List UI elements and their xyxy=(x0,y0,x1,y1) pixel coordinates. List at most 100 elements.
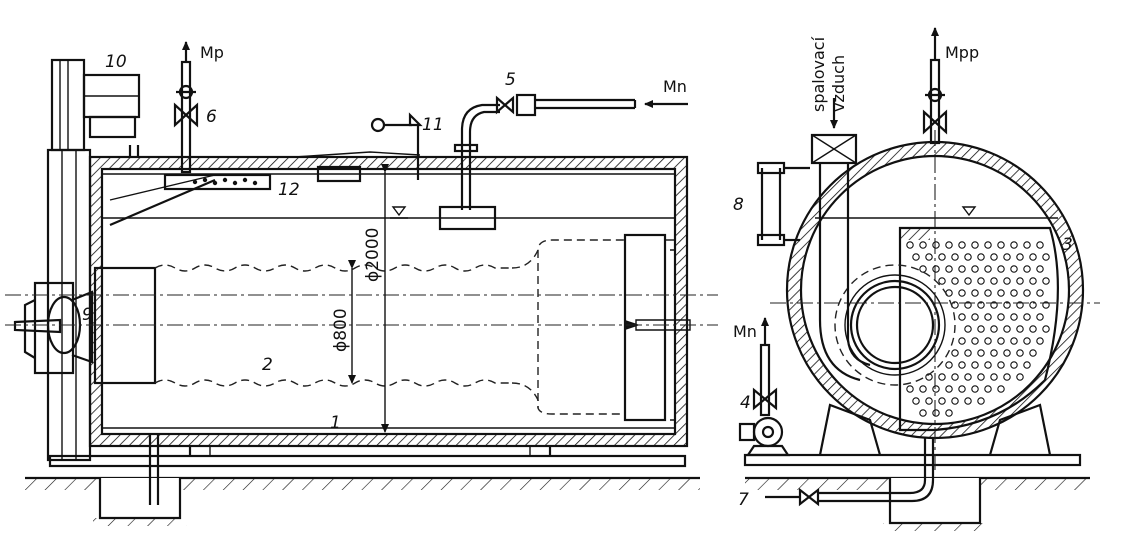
tube-hole xyxy=(990,277,998,285)
tube-hole xyxy=(1023,241,1031,249)
tube-hole xyxy=(997,265,1005,273)
tube-hole xyxy=(951,349,959,357)
tube-hole xyxy=(919,265,927,273)
tube-hole xyxy=(997,361,1005,369)
pressure-switch xyxy=(370,112,423,180)
stream-mpp: Mpp xyxy=(945,43,979,62)
tube-hole xyxy=(1023,313,1031,321)
fan-motor xyxy=(50,58,141,157)
tube-hole xyxy=(958,361,966,369)
tube-hole xyxy=(990,373,998,381)
tube-hole xyxy=(938,397,946,405)
tube-hole xyxy=(1003,277,1011,285)
tube-hole xyxy=(1003,349,1011,357)
tube-hole xyxy=(990,253,998,261)
tube-hole xyxy=(1010,241,1018,249)
tube-hole xyxy=(964,373,972,381)
tube-hole xyxy=(1029,349,1037,357)
feed-pump xyxy=(738,317,791,457)
steam-outlet-valve xyxy=(173,41,199,174)
callout-labels: 1 2 3 4 5 6 7 8 9 10 11 12 Mp Mn Mpp Mn … xyxy=(82,36,1073,510)
tube-hole xyxy=(1016,253,1024,261)
tube-hole xyxy=(945,409,953,417)
tube-hole xyxy=(1016,301,1024,309)
steam-outlet-right xyxy=(922,27,948,145)
tube-hole xyxy=(971,289,979,297)
tube-hole xyxy=(971,241,979,249)
tube-hole xyxy=(964,325,972,333)
tube-hole xyxy=(932,385,940,393)
tube-hole xyxy=(912,397,920,405)
label-6: 6 xyxy=(206,107,217,127)
tube-hole xyxy=(919,409,927,417)
tube-hole xyxy=(1036,265,1044,273)
tube-hole xyxy=(938,253,946,261)
tube-hole xyxy=(990,301,998,309)
tube-hole xyxy=(964,253,972,261)
feedwater-inlet xyxy=(438,93,688,231)
tube-hole xyxy=(977,373,985,381)
tube-hole xyxy=(958,337,966,345)
tube-hole xyxy=(958,385,966,393)
tube-hole xyxy=(1023,265,1031,273)
label-8: 8 xyxy=(733,195,744,215)
tube-hole xyxy=(925,253,933,261)
tube-hole xyxy=(1042,277,1050,285)
tube-hole xyxy=(1029,325,1037,333)
tube-hole xyxy=(951,373,959,381)
tube-hole xyxy=(1010,265,1018,273)
tube-hole xyxy=(958,241,966,249)
tube-hole xyxy=(1016,349,1024,357)
saddle-right xyxy=(988,403,1052,456)
tube-hole xyxy=(984,385,992,393)
tube-hole xyxy=(932,241,940,249)
boiler-shell xyxy=(88,155,689,448)
tube-hole xyxy=(1003,253,1011,261)
label-12: 12 xyxy=(278,180,300,200)
tube-hole xyxy=(977,397,985,405)
tube-hole xyxy=(958,265,966,273)
tube-hole xyxy=(919,385,927,393)
tube-hole xyxy=(990,349,998,357)
tube-hole xyxy=(1010,337,1018,345)
tube-hole xyxy=(919,241,927,249)
tube-hole xyxy=(1016,373,1024,381)
tube-hole xyxy=(1042,325,1050,333)
tube-hole xyxy=(1010,289,1018,297)
label-10: 10 xyxy=(105,52,127,72)
air-label-line2: vzduch xyxy=(829,55,848,112)
tube-hole xyxy=(938,373,946,381)
tube-hole xyxy=(1003,373,1011,381)
tube-hole xyxy=(984,313,992,321)
tube-hole xyxy=(964,397,972,405)
stream-mn-right: Mn xyxy=(733,322,757,341)
tube-hole xyxy=(971,385,979,393)
tube-hole xyxy=(990,325,998,333)
stream-mp: Mp xyxy=(200,43,224,62)
tube-hole xyxy=(912,253,920,261)
tube-hole xyxy=(977,325,985,333)
tube-hole xyxy=(971,337,979,345)
dimension-2000: ϕ2000 xyxy=(363,228,383,282)
tube-hole xyxy=(958,289,966,297)
tube-hole xyxy=(1016,325,1024,333)
drain-pipe xyxy=(765,438,935,507)
tube-hole xyxy=(945,241,953,249)
tube-hole xyxy=(951,277,959,285)
water-gauge xyxy=(756,161,810,247)
label-1: 1 xyxy=(330,413,341,433)
water-level-right xyxy=(815,206,1058,219)
collector-holes xyxy=(192,177,258,186)
tube-hole xyxy=(1036,337,1044,345)
tube-hole xyxy=(997,289,1005,297)
tube-hole xyxy=(945,385,953,393)
saddle-left xyxy=(818,403,882,456)
tube-hole xyxy=(906,241,914,249)
side-section-view xyxy=(5,41,718,526)
tube-hole xyxy=(1042,253,1050,261)
label-7: 7 xyxy=(738,490,749,510)
tube-hole xyxy=(1042,301,1050,309)
stream-mn-left: Mn xyxy=(663,77,687,96)
tube-hole xyxy=(925,397,933,405)
